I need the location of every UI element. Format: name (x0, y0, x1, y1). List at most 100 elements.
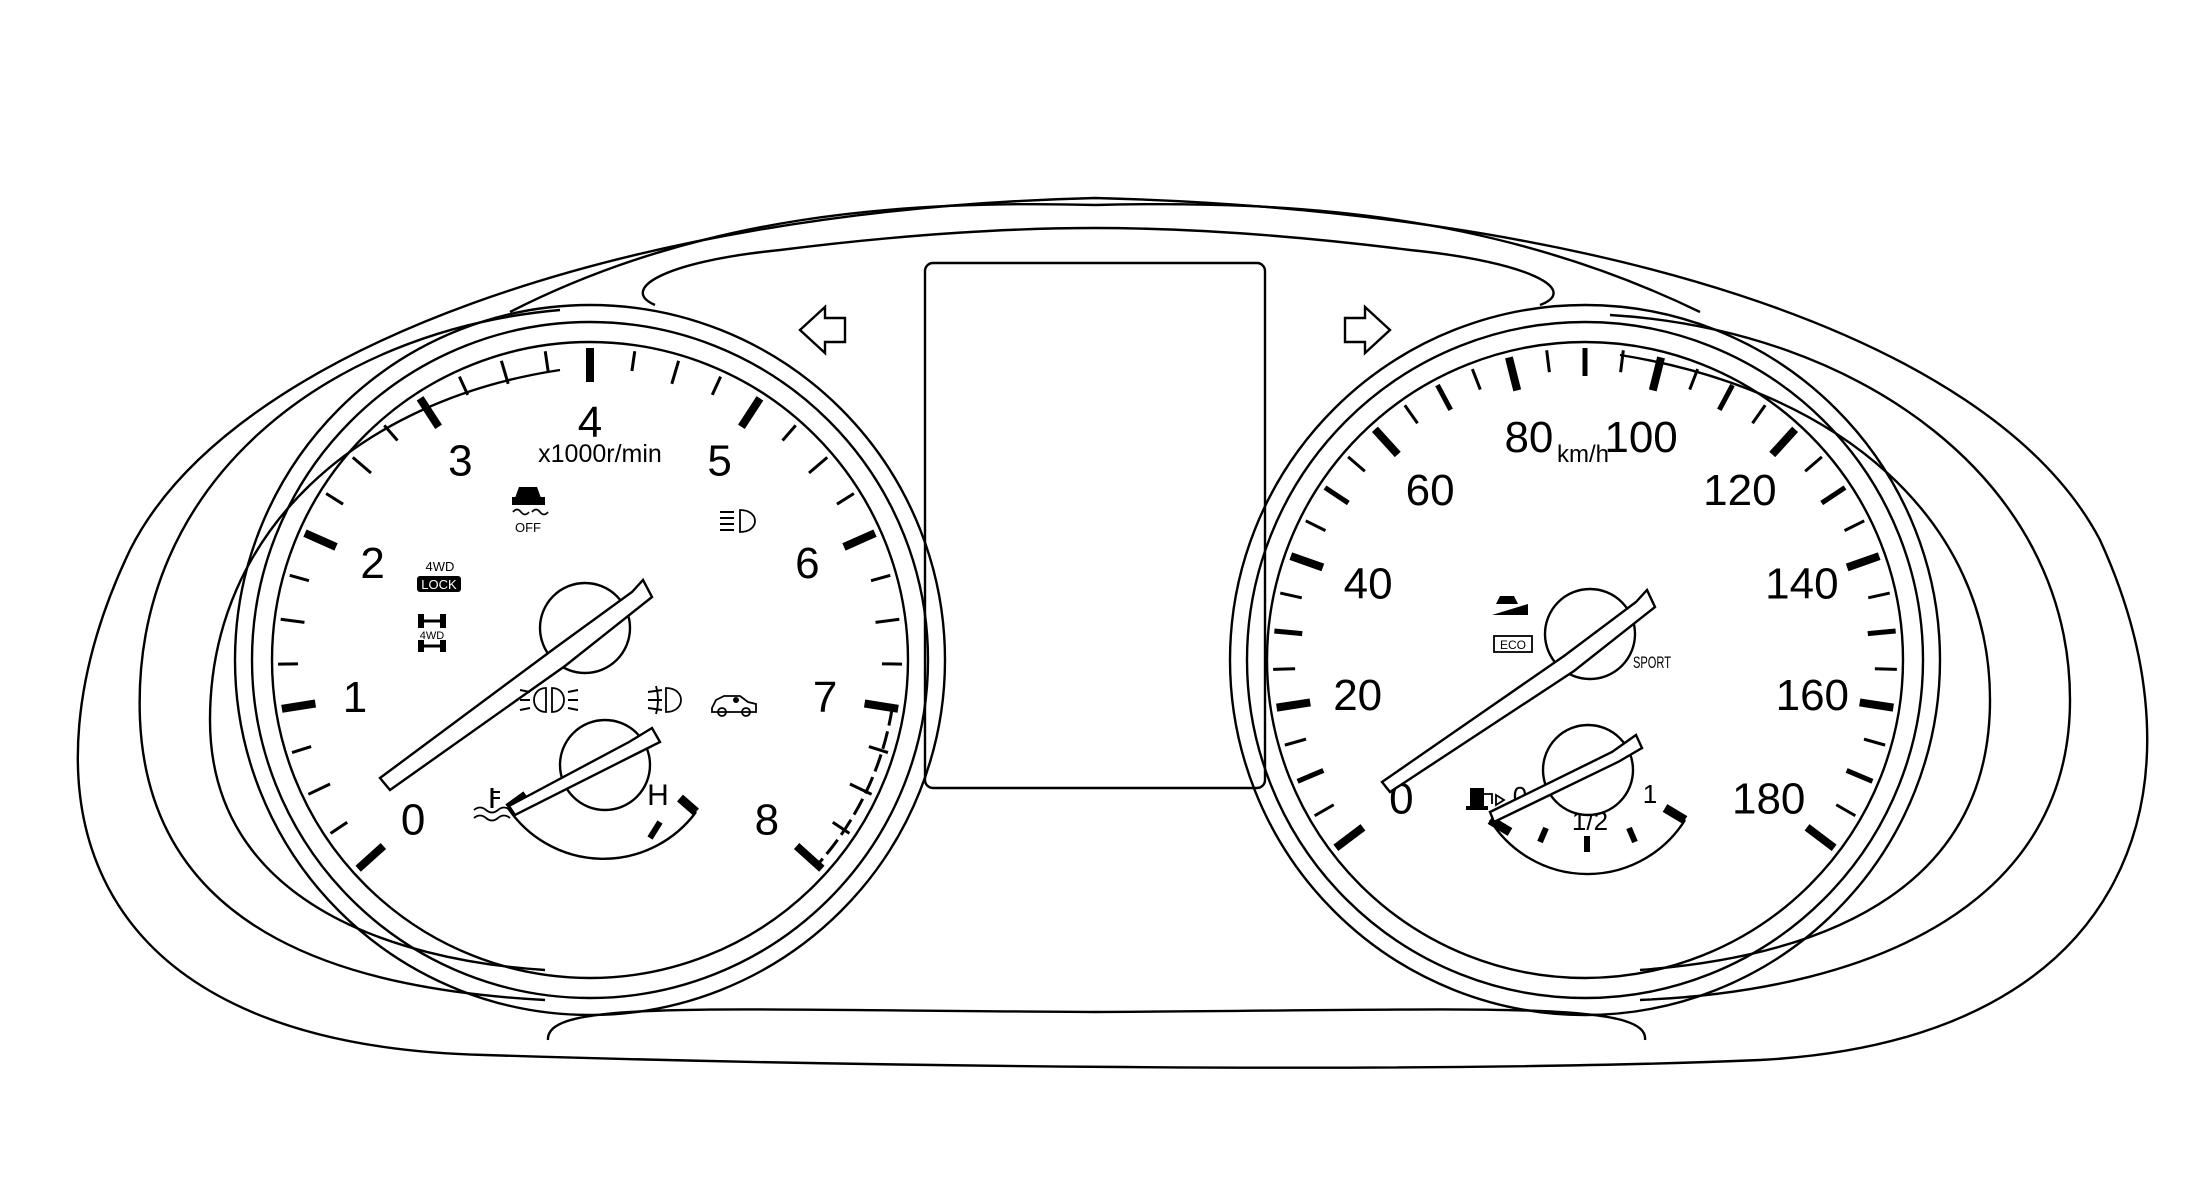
speedometer-scale-label: 60 (1406, 466, 1455, 515)
speedometer-tick (1280, 593, 1301, 598)
tachometer-tick (712, 377, 720, 395)
speedometer-unit-label: km/h (1557, 441, 1609, 468)
tachometer-tick (844, 533, 875, 547)
tachometer-scale-label: 0 (401, 795, 425, 844)
four-wd-icon: 4WD (418, 614, 446, 652)
tachometer-tick (459, 377, 467, 395)
tachometer-tick (865, 703, 899, 708)
speedometer-scale-label: 180 (1732, 774, 1805, 823)
speedometer-tick (1864, 739, 1885, 745)
car-security-icon (712, 696, 756, 716)
right-shell-outer (1610, 315, 2070, 1000)
speedometer-tick (1375, 429, 1398, 454)
speedometer-tick (1277, 702, 1311, 707)
speedometer-tick (1719, 385, 1732, 410)
coolant-temperature-icon (474, 788, 510, 821)
fuel-full-tick (1665, 808, 1685, 820)
tachometer-tick (282, 703, 316, 708)
speedometer-tick (1772, 429, 1795, 454)
speedometer-tick (1807, 827, 1834, 847)
speedometer-tick (1273, 669, 1295, 670)
tachometer-tick (305, 533, 336, 547)
tachometer-tick (783, 425, 796, 440)
tachometer-tick (326, 494, 343, 505)
tachometer-scale-label: 7 (813, 673, 837, 722)
position-lamp-icon (520, 688, 578, 712)
fuel-gauge: 0 1/2 1 (1466, 725, 1685, 874)
speedometer-tick (1868, 593, 1889, 598)
tachometer-tick (290, 575, 309, 580)
tachometer-tick (837, 494, 854, 505)
svg-text:4WD: 4WD (426, 559, 455, 574)
speedometer-tick (1437, 385, 1450, 410)
speedometer-tick (1274, 631, 1302, 634)
center-display (925, 263, 1265, 788)
speedometer-tick (1315, 805, 1334, 816)
turn-signal-left-icon (800, 307, 845, 353)
tachometer-tick (358, 846, 383, 869)
tachometer-tick (384, 425, 397, 440)
speedometer-tick (1847, 770, 1873, 781)
fuel-quarter-tick (1540, 828, 1546, 842)
speedometer-scale-label: 140 (1765, 559, 1838, 608)
speedometer-tick (1845, 521, 1865, 531)
speedometer-tick (1860, 702, 1894, 707)
speedometer-tick (1836, 805, 1855, 816)
fuel-three-quarter-tick (1629, 828, 1635, 842)
speedometer-tick (1822, 488, 1845, 503)
tachometer-tick (869, 747, 888, 753)
speedometer-scale-label: 40 (1344, 559, 1393, 608)
tachometer-tick (876, 619, 900, 622)
speedometer-tick (1875, 669, 1897, 670)
speedometer-tick (1325, 488, 1348, 503)
temperature-gauge: H (474, 720, 696, 859)
tachometer-tick (672, 361, 679, 384)
tachometer-tick (809, 457, 827, 473)
speedometer-tick (1405, 405, 1418, 423)
speedometer-tick (1472, 369, 1480, 390)
tachometer-tick (308, 784, 330, 794)
tachometer-scale-label: 6 (795, 539, 819, 588)
tachometer-scale-label: 8 (755, 795, 779, 844)
sport-mode-indicator: SPORT (1633, 653, 1671, 672)
fuel-full-label: 1 (1643, 779, 1657, 809)
speedometer-tick (1298, 770, 1324, 781)
tachometer-tick (292, 747, 311, 753)
speedometer-scale-label: 20 (1333, 671, 1382, 720)
tachometer-scale-label: 3 (448, 436, 472, 485)
tachometer-unit-label: x1000r/min (538, 440, 662, 468)
speedometer-tick (1291, 556, 1323, 567)
tachometer-tick (281, 619, 305, 622)
tachometer-scale-label: 1 (343, 673, 367, 722)
turn-signal-right-icon (1345, 307, 1390, 353)
speedometer-tick (1306, 521, 1326, 531)
speedometer-tick (1805, 457, 1822, 471)
cluster-top-bezel (510, 204, 1700, 312)
front-fog-lamp-icon (648, 686, 681, 714)
hill-descent-icon (1492, 596, 1528, 615)
four-wd-lock-icon: 4WD LOCK (417, 559, 461, 592)
speedometer-tick (1285, 739, 1306, 745)
cluster-outer-housing (78, 198, 2147, 1068)
speedometer-scale-label: 100 (1604, 413, 1677, 462)
svg-text:ECO: ECO (1500, 638, 1526, 652)
speedometer-tick (1547, 350, 1550, 372)
speedometer-scale-label: 80 (1504, 413, 1553, 462)
tachometer-tick (420, 398, 439, 427)
tachometer-tick (545, 351, 548, 371)
tachometer-tick (353, 457, 371, 473)
tachometer-scale-label: 2 (360, 539, 384, 588)
temperature-hot-label: H (647, 779, 669, 812)
speedometer-tick (1348, 457, 1365, 471)
speedometer-scale-label: 160 (1776, 671, 1849, 720)
tachometer-tick (632, 351, 635, 371)
tachometer-tick (871, 575, 890, 580)
svg-text:LOCK: LOCK (421, 577, 457, 592)
tachometer-tick (331, 822, 348, 833)
tachometer-scale-label: 5 (707, 436, 731, 485)
speedometer-tick (1621, 350, 1624, 372)
eco-mode-indicator: ECO (1494, 636, 1532, 652)
temperature-gauge-arc (508, 808, 696, 859)
speedometer-tick (1336, 827, 1363, 847)
